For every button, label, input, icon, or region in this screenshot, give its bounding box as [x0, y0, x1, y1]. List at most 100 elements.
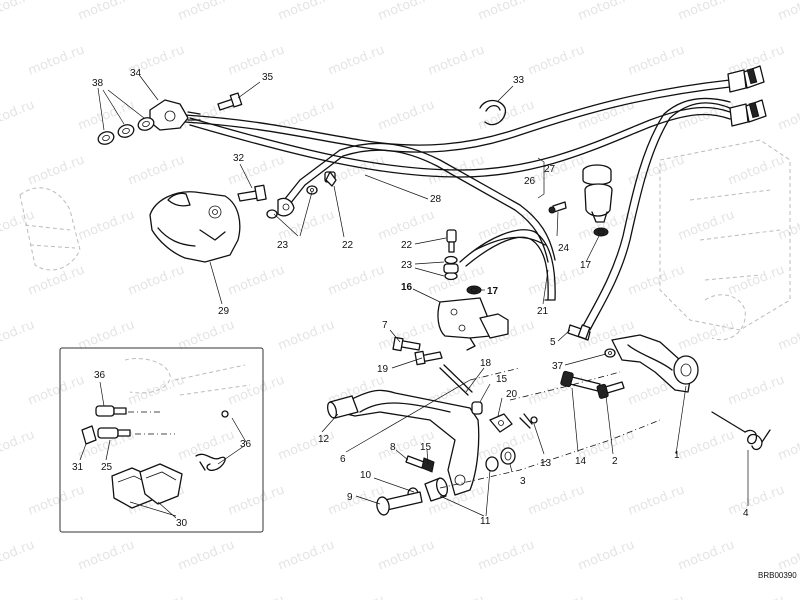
watermark-text: motod.ru	[676, 207, 737, 243]
callout-3: 3	[520, 476, 526, 487]
inset-spring-clip	[195, 410, 229, 472]
watermark-text: motod.ru	[0, 207, 37, 243]
callout-25: 25	[101, 462, 113, 473]
callout-36-a: 36	[94, 370, 106, 381]
washer-37	[604, 348, 616, 358]
watermark-text: motod.ru	[576, 537, 637, 573]
watermark-text: motod.ru	[0, 317, 37, 353]
callout-7: 7	[382, 320, 388, 331]
watermark-text: motod.ru	[376, 97, 437, 133]
watermark-text: motod.ru	[726, 372, 787, 408]
watermark-text: motod.ru	[626, 482, 687, 518]
watermark-text: motod.ru	[726, 262, 787, 298]
watermark-text: motod.ru	[726, 482, 787, 518]
washer-11	[485, 456, 499, 472]
callout-31: 31	[72, 462, 84, 473]
callout-4: 4	[743, 508, 749, 519]
watermark-text: motod.ru	[326, 42, 387, 78]
callout-18: 18	[480, 358, 492, 369]
electrical-connector-upper	[727, 65, 765, 93]
watermark-text: motod.ru	[26, 262, 87, 298]
callout-24: 24	[558, 243, 570, 254]
callout-26: 26	[524, 176, 536, 187]
cotter-pin-13	[519, 413, 538, 429]
callout-23-a: 23	[277, 240, 289, 251]
watermark-text: motod.ru	[526, 482, 587, 518]
watermark-text: motod.ru	[26, 592, 87, 600]
master-cylinder-bolts	[392, 336, 443, 366]
callout-12: 12	[318, 434, 330, 445]
watermark-text: motod.ru	[276, 97, 337, 133]
watermark-text: motod.ru	[76, 207, 137, 243]
callout-21: 21	[537, 306, 549, 317]
pin-15-upper	[471, 401, 483, 415]
pedal-rubber	[326, 395, 359, 419]
watermark-text: motod.ru	[226, 262, 287, 298]
sealing-washers-master	[443, 255, 459, 281]
return-spring	[711, 411, 771, 451]
reference-code: BRB00390	[758, 571, 797, 580]
watermark-text: motod.ru	[226, 482, 287, 518]
sensor-bolt	[217, 92, 243, 111]
callout-17-a: 17	[580, 260, 592, 271]
banjo-bolt-upper	[324, 171, 337, 187]
watermark-text: motod.ru	[676, 537, 737, 573]
watermark-text: motod.ru	[776, 0, 800, 24]
brake-pedal	[329, 389, 480, 496]
watermark-text: motod.ru	[126, 262, 187, 298]
callout-15-b: 15	[420, 442, 432, 453]
watermark-text: motod.ru	[526, 262, 587, 298]
watermark-text: motod.ru	[0, 97, 37, 133]
watermark-text: motod.ru	[326, 592, 387, 600]
callout-23-b: 23	[401, 260, 413, 271]
callout-22-a: 22	[401, 240, 413, 251]
watermark-text: motod.ru	[776, 97, 800, 133]
inset-detail-box	[59, 347, 264, 533]
watermark-text: motod.ru	[776, 317, 800, 353]
watermark-text: motod.ru	[626, 262, 687, 298]
watermark-text: motod.ru	[176, 0, 237, 24]
watermark-text: motod.ru	[26, 482, 87, 518]
master-cylinder	[437, 297, 509, 351]
assembly-axis-lines	[115, 367, 661, 489]
electrical-connector-lower	[729, 99, 767, 127]
callout-37: 37	[552, 361, 564, 372]
cable-clip	[479, 99, 507, 126]
watermark-text: motod.ru	[76, 537, 137, 573]
watermark-text: motod.ru	[526, 42, 587, 78]
watermark-text: motod.ru	[226, 372, 287, 408]
watermark-text: motod.ru	[0, 427, 37, 463]
callout-16: 16	[401, 282, 413, 293]
callout-14: 14	[575, 456, 587, 467]
watermark-text: motod.ru	[276, 537, 337, 573]
brake-caliper	[149, 191, 241, 263]
watermark-text: motod.ru	[176, 537, 237, 573]
banjo-bolt-master	[446, 229, 457, 253]
watermark-text: motod.ru	[376, 207, 437, 243]
leader-lines	[79, 75, 749, 519]
watermark-text: motod.ru	[676, 427, 737, 463]
watermark-text: motod.ru	[176, 427, 237, 463]
callout-29: 29	[218, 306, 230, 317]
watermark-text: motod.ru	[576, 97, 637, 133]
watermark-text: motod.ru	[426, 42, 487, 78]
callout-32: 32	[233, 153, 245, 164]
watermark-text: motod.ru	[526, 592, 587, 600]
sealing-washers-upper	[266, 185, 318, 219]
inset-sensor-pin	[95, 405, 127, 417]
watermark-text: motod.ru	[476, 537, 537, 573]
callout-27: 27	[544, 164, 556, 175]
hose-clamp-master	[466, 285, 482, 295]
watermark-text: motod.ru	[326, 262, 387, 298]
watermark-text: motod.ru	[676, 0, 737, 24]
callout-5: 5	[550, 337, 556, 348]
callout-30: 30	[176, 518, 188, 529]
push-rod-fork	[489, 413, 513, 433]
watermark-text: motod.ru	[76, 0, 137, 24]
callout-17-b: 17	[487, 286, 499, 297]
watermark-text: motod.ru	[276, 427, 337, 463]
callout-20: 20	[506, 389, 518, 400]
